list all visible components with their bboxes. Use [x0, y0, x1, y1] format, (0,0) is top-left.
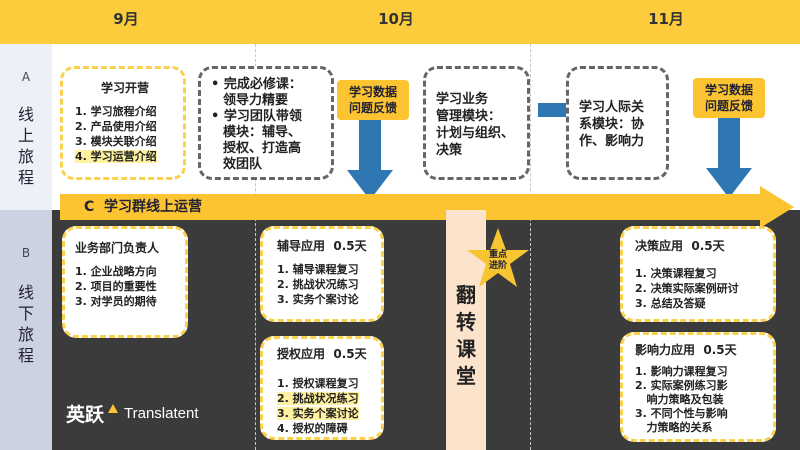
down-arrow-icon — [347, 118, 393, 200]
banner-label: C 学习群线上运营 — [84, 199, 203, 215]
interpersonal-module-box: 学习人际关 系模块：协 作、影响力 — [566, 66, 669, 180]
logo-cn: 英跃 — [66, 404, 105, 426]
list-item: 3. 模块关联介绍 — [75, 135, 157, 148]
star-icon — [467, 228, 529, 287]
logo-mark-icon — [108, 404, 119, 413]
stakeholder-box: 业务部门负责人 1. 企业战略方向 2. 项目的重要性 3. 对学员的期待 — [62, 226, 188, 338]
empower-title: 授权应用 0.5天 — [277, 347, 367, 361]
list-item: 模块：辅导、 — [223, 125, 302, 140]
star-label: 重点进阶 — [488, 250, 507, 271]
connector-bar — [538, 103, 570, 117]
list-item: 效团队 — [223, 157, 263, 172]
flip-classroom-label: 翻转 课堂 — [456, 283, 476, 388]
month-september: 9月 — [113, 10, 139, 28]
required-course-box: • 完成必修课： 领导力精要 • 学习团队带领 模块：辅导、 授权、打造高 效团… — [198, 66, 334, 180]
online-operation-arrow — [60, 186, 794, 228]
logo-en: Translatent — [124, 405, 199, 422]
decision-application-box: 决策应用 0.5天 1. 决策课程复习 2. 决策实际案例研讨 3. 总结及答疑 — [620, 226, 776, 322]
divider-line — [255, 44, 256, 450]
list-item: 1. 学习旅程介绍 — [75, 105, 157, 118]
list-item: • 完成必修课： — [211, 77, 302, 92]
month-november: 11月 — [648, 10, 684, 28]
data-feedback-tag: 学习数据问题反馈 — [337, 80, 409, 120]
month-october: 10月 — [378, 10, 414, 28]
list-item: 领导力精要 — [223, 93, 289, 108]
company-logo: 英跃 Translatent — [66, 400, 199, 427]
influence-title: 影响力应用 0.5天 — [635, 343, 737, 357]
list-item: • 学习团队带领 — [211, 109, 302, 124]
timeline-header — [0, 0, 800, 44]
business-module-box: 学习业务 管理模块： 计划与组织、 决策 — [423, 66, 530, 180]
empower-application-box: 授权应用 0.5天 1. 授权课程复习 2. 挑战状况练习 3. 实务个案讨论 … — [260, 336, 384, 440]
kickoff-title: 学习开营 — [100, 81, 149, 95]
down-arrow-icon — [706, 114, 752, 198]
divider-line — [530, 44, 531, 450]
side-letter-a: A — [21, 70, 31, 84]
list-item-highlighted: 4. 学习运营介绍 — [75, 150, 157, 163]
data-feedback-tag: 学习数据问题反馈 — [693, 78, 765, 118]
kickoff-box: 学习开营 1. 学习旅程介绍 2. 产品使用介绍 3. 模块关联介绍 4. 学习… — [60, 66, 186, 180]
side-text-online: 线上旅程 — [17, 105, 34, 187]
coaching-application-box: 辅导应用 0.5天 1. 辅导课程复习 2. 挑战状况练习 3. 实务个案讨论 — [260, 226, 384, 322]
stakeholder-title: 业务部门负责人 — [75, 241, 160, 255]
side-label-online — [0, 44, 52, 210]
side-label-offline — [0, 210, 52, 450]
coaching-title: 辅导应用 0.5天 — [277, 239, 367, 253]
list-item: 2. 产品使用介绍 — [75, 120, 157, 133]
side-letter-b: B — [21, 246, 31, 260]
side-text-offline: 线下旅程 — [17, 283, 34, 365]
list-item: 授权、打造高 — [223, 141, 302, 156]
decision-title: 决策应用 0.5天 — [635, 239, 725, 253]
influence-application-box: 影响力应用 0.5天 1. 影响力课程复习 2. 实际案例练习影 响力策略及包装… — [620, 332, 776, 442]
